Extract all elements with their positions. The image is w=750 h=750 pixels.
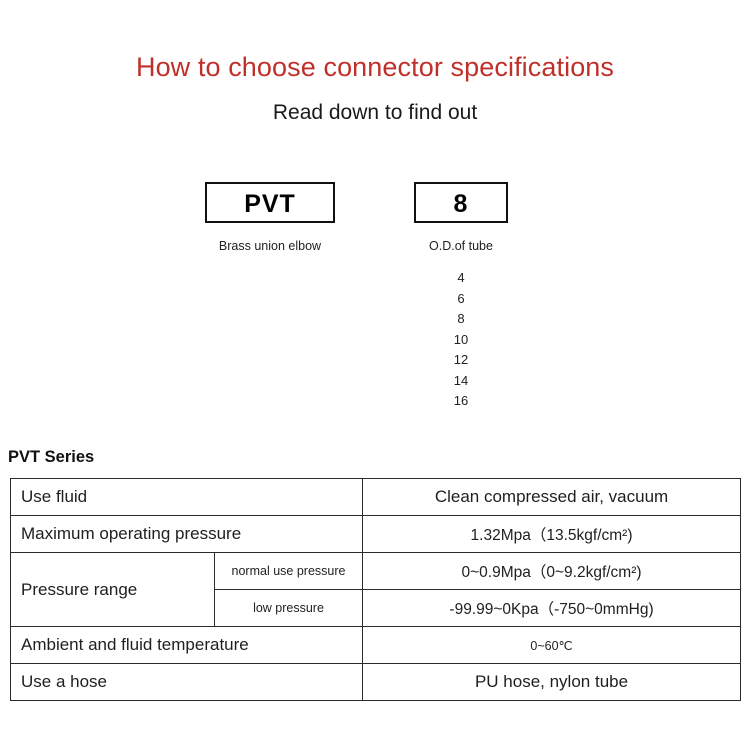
tube-size-option[interactable]: 12 — [453, 352, 469, 367]
tube-size-caption: O.D.of tube — [429, 239, 493, 253]
spec-selector: PVT Brass union elbow 8 O.D.of tube 4 6 … — [0, 182, 750, 422]
tube-size-code-box[interactable]: 8 — [414, 182, 508, 223]
spec-table: Use fluid Clean compressed air, vacuum M… — [9, 478, 742, 701]
spec-value: PU hose, nylon tube — [362, 663, 742, 701]
spec-sublabel: low pressure — [213, 589, 364, 627]
table-row: Use a hose PU hose, nylon tube — [9, 663, 742, 701]
spec-value: Clean compressed air, vacuum — [362, 478, 742, 516]
series-code-box[interactable]: PVT — [205, 182, 335, 223]
series-code-caption: Brass union elbow — [218, 239, 322, 253]
page-subtitle: Read down to find out — [272, 101, 478, 124]
tube-size-option[interactable]: 10 — [453, 331, 469, 347]
tube-size-option[interactable]: 8 — [457, 311, 465, 326]
table-row: low pressure -99.99~0Kpa（-750~0mmHg) — [11, 589, 742, 627]
selector-group-tube-size: 8 O.D.of tube 4 6 8 10 12 14 16 — [414, 182, 508, 412]
spec-label: Pressure range — [10, 552, 215, 627]
table-row: Maximum operating pressure 1.32Mpa（13.5k… — [9, 515, 742, 553]
spec-label: Use a hose — [9, 663, 364, 701]
spec-value: 1.32Mpa（13.5kgf/cm²) — [362, 515, 742, 553]
tube-size-option[interactable]: 6 — [457, 290, 465, 306]
spec-value: 0~60℃ — [362, 626, 742, 664]
page-title: How to choose connector specifications — [135, 52, 615, 82]
selector-group-series: PVT Brass union elbow — [205, 182, 335, 253]
tube-size-option[interactable]: 14 — [453, 372, 469, 388]
spec-value: 0~0.9Mpa（0~9.2kgf/cm²) — [362, 552, 742, 590]
spec-sublabel: normal use pressure — [213, 552, 364, 590]
spec-label: Use fluid — [9, 478, 364, 516]
table-row: Pressure range normal use pressure 0~0.9… — [10, 552, 742, 627]
spec-table-heading: PVT Series — [8, 448, 95, 466]
spec-label: Maximum operating pressure — [9, 515, 364, 553]
spec-value: -99.99~0Kpa（-750~0mmHg) — [362, 589, 742, 627]
table-row: Use fluid Clean compressed air, vacuum — [9, 478, 742, 516]
spec-label: Ambient and fluid temperature — [9, 626, 364, 664]
table-row: Ambient and fluid temperature 0~60℃ — [9, 626, 742, 664]
tube-size-option-list: 4 6 8 10 12 14 16 — [414, 268, 508, 412]
tube-size-option[interactable]: 4 — [457, 270, 465, 285]
tube-size-option[interactable]: 16 — [453, 393, 469, 408]
